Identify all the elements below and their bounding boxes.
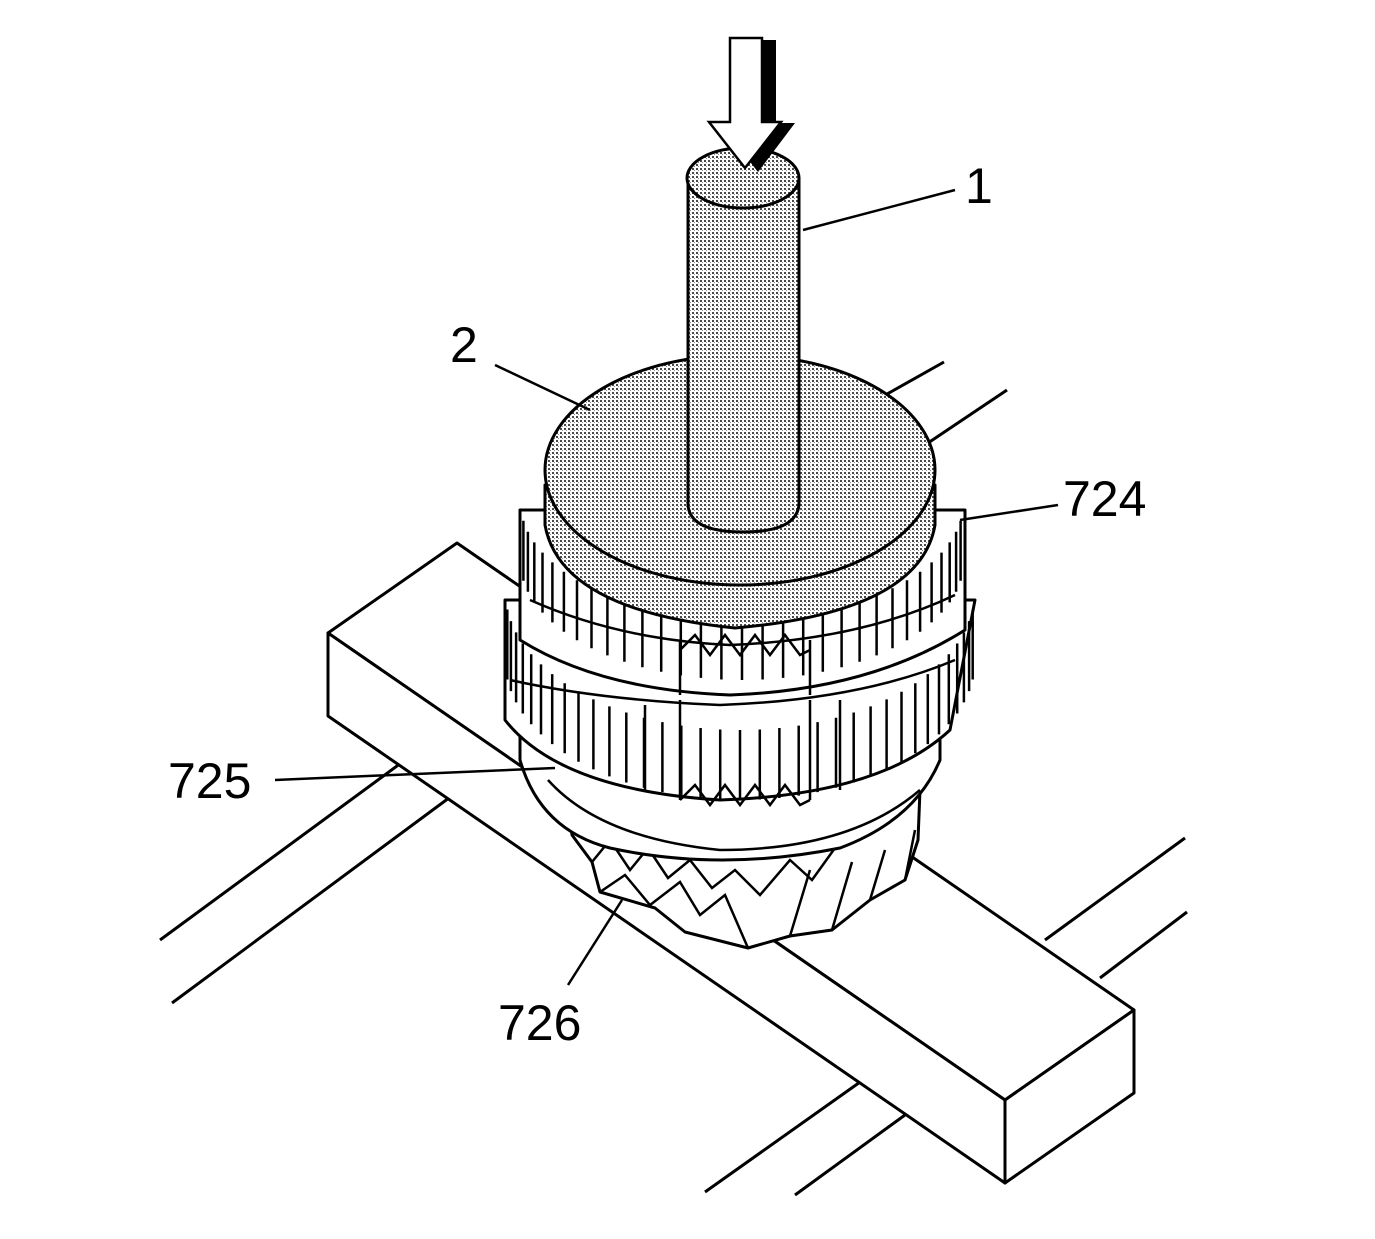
press-ram-1 (685, 146, 801, 534)
callout-724: 724 (1063, 471, 1146, 527)
callout-726: 726 (498, 995, 581, 1051)
callout-1: 1 (965, 158, 993, 214)
leader-lines (274, 188, 1059, 986)
force-arrow-icon (706, 36, 795, 172)
callout-725: 725 (168, 753, 251, 809)
press-plate-2 (543, 353, 937, 630)
callout-2: 2 (450, 317, 478, 373)
